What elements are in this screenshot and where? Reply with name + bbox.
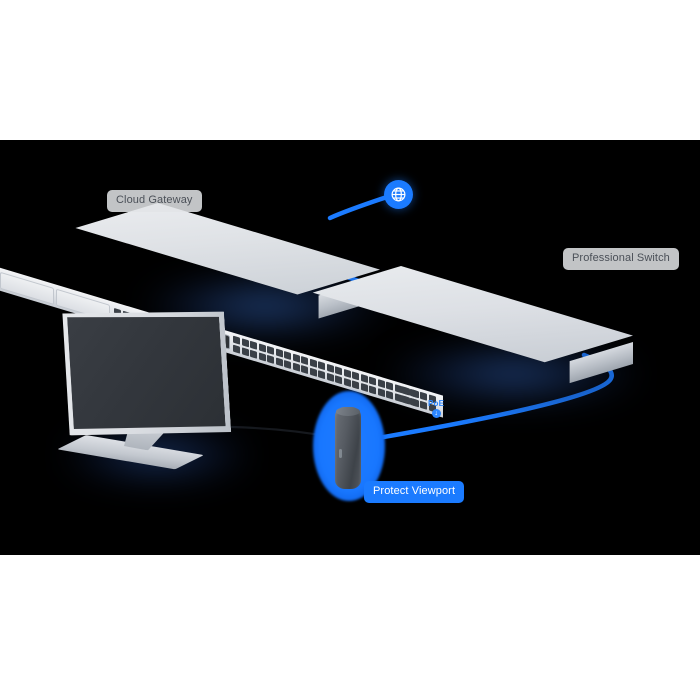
display-screen	[63, 300, 227, 446]
poe-label: PoE	[428, 399, 445, 408]
device-professional-switch[interactable]	[211, 260, 655, 418]
viewport-led-indicator	[339, 449, 342, 458]
device-protect-viewport[interactable]	[305, 385, 405, 510]
gateway-top-face	[75, 203, 380, 295]
poe-bolt-icon: ↓	[431, 409, 441, 418]
label-protect-viewport[interactable]: Protect Viewport	[364, 481, 465, 503]
poe-indicator: PoE ↓	[428, 400, 444, 418]
label-protect-viewport-text: Protect Viewport	[373, 485, 456, 497]
label-cloud-gateway[interactable]: Cloud Gateway	[107, 190, 202, 212]
globe-icon	[391, 187, 406, 202]
label-professional-switch-text: Professional Switch	[572, 252, 670, 264]
viewport-body	[335, 407, 361, 489]
topology-scene: PoE ↓ Cloud Gateway Professional Switch …	[0, 140, 700, 555]
poe-bolt-glyph: ↓	[434, 410, 438, 417]
label-cloud-gateway-text: Cloud Gateway	[116, 194, 193, 206]
viewport-top-cap	[336, 407, 360, 416]
internet-globe-icon[interactable]	[384, 180, 413, 209]
gateway-drive-bay	[0, 271, 54, 305]
device-display[interactable]	[57, 295, 258, 495]
label-professional-switch[interactable]: Professional Switch	[563, 248, 679, 270]
